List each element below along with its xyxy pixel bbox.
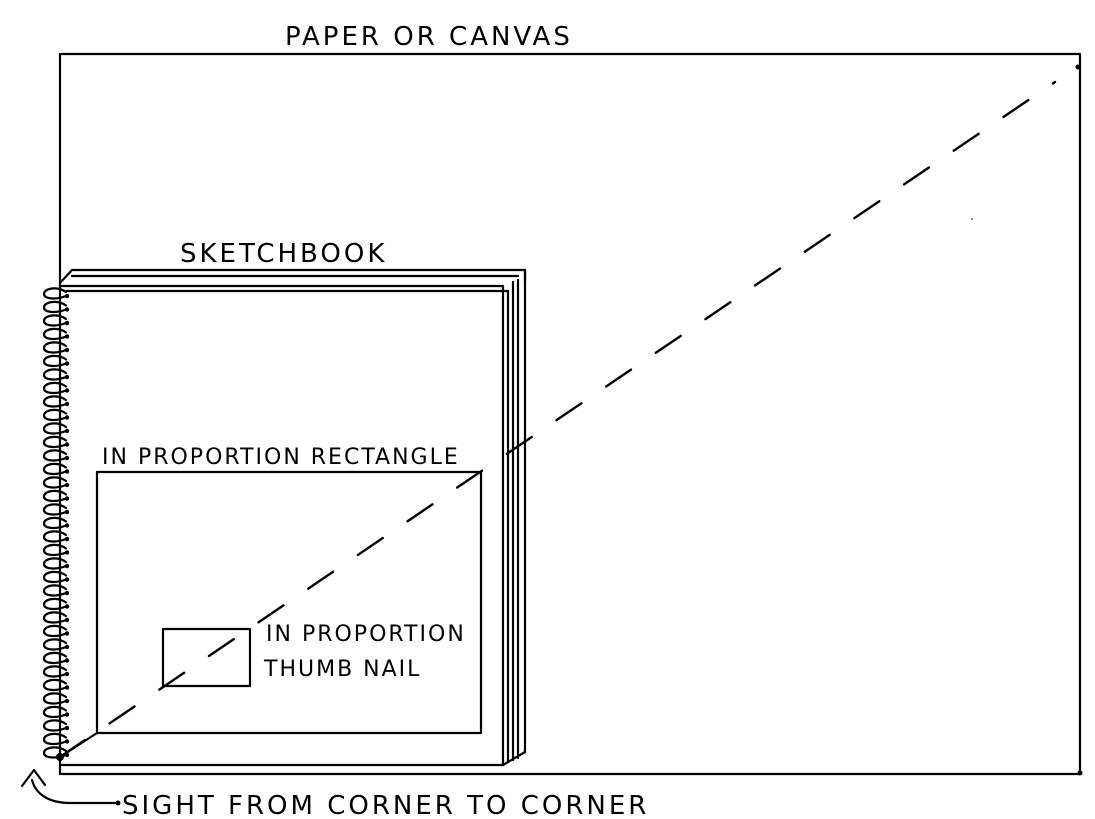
spiral-hole — [64, 523, 70, 528]
spiral-hole — [64, 293, 70, 299]
spiral-loop — [42, 354, 68, 368]
sketchbook-label: SKETCHBOOK — [180, 239, 387, 269]
spiral-loop — [42, 341, 68, 354]
spiral-loop — [42, 381, 68, 395]
spiral-loop — [42, 651, 68, 665]
paper-canvas-label: PAPER OR CANVAS — [285, 22, 573, 52]
sight-arrow-tail-dot — [115, 800, 121, 806]
spiral-loop — [42, 624, 68, 638]
spiral-hole — [64, 712, 70, 717]
spiral-loop — [42, 597, 68, 611]
spiral-loop — [42, 638, 68, 651]
spiral-hole — [64, 428, 70, 434]
paper-canvas-outline — [58, 52, 1082, 776]
sketchbook-spiral-binding — [42, 287, 70, 759]
spiral-loop — [42, 327, 68, 341]
diagonal-sight-line — [58, 80, 1057, 759]
spiral-loop — [42, 719, 68, 732]
spiral-loop — [42, 665, 68, 678]
spiral-hole — [64, 644, 70, 650]
sight-arrow-head-icon — [20, 768, 47, 788]
spiral-loop — [42, 516, 68, 530]
spiral-loop — [42, 692, 68, 705]
spiral-loop — [42, 314, 68, 327]
spiral-loop — [42, 584, 68, 597]
spiral-hole — [64, 320, 70, 326]
spiral-hole — [64, 347, 70, 353]
thumbnail-outline — [161, 627, 252, 688]
spiral-loop — [42, 422, 68, 435]
spiral-loop — [42, 557, 68, 570]
spiral-hole — [64, 536, 70, 542]
spiral-hole — [64, 361, 70, 366]
sight-arrow-curve — [30, 778, 117, 805]
spiral-hole — [64, 739, 70, 744]
spiral-hole — [64, 374, 70, 380]
spiral-hole — [64, 307, 70, 312]
stray-mark — [971, 218, 973, 220]
spiral-loop — [42, 705, 68, 719]
spiral-hole — [64, 658, 70, 663]
spiral-hole — [64, 415, 70, 420]
thumbnail-label-line1: IN PROPORTION — [266, 622, 466, 647]
spiral-loop — [42, 476, 68, 489]
spiral-loop — [42, 611, 68, 624]
thumbnail-label-line2: THUMB NAIL — [263, 657, 421, 682]
spiral-hole — [64, 725, 70, 731]
spiral-loop — [42, 543, 68, 557]
spiral-hole — [64, 577, 70, 582]
sketchbook-bottom-corner — [501, 750, 527, 767]
spiral-hole — [64, 671, 70, 677]
paper-corner-dot — [1077, 770, 1083, 776]
spiral-loop — [42, 462, 68, 476]
spiral-loop — [42, 732, 68, 746]
spiral-loop — [42, 570, 68, 584]
sight-label: SIGHT FROM CORNER TO CORNER — [122, 791, 649, 819]
sketchbook-front — [58, 284, 505, 767]
spiral-loop — [42, 449, 68, 462]
sketchbook — [42, 268, 527, 767]
proportion-rectangle-label: IN PROPORTION RECTANGLE — [102, 445, 460, 470]
spiral-hole — [64, 496, 70, 501]
spiral-hole — [64, 685, 70, 690]
spiral-hole — [64, 442, 70, 447]
spiral-loop — [42, 395, 68, 408]
spiral-loop — [42, 368, 68, 381]
spiral-loop — [42, 408, 68, 422]
spiral-loop — [42, 435, 68, 449]
paper-canvas — [58, 52, 1083, 776]
spiral-hole — [64, 401, 70, 407]
spiral-hole — [64, 604, 70, 609]
spiral-loop — [42, 678, 68, 692]
sight-origin-dot — [56, 753, 64, 761]
spiral-loop — [42, 489, 68, 503]
spiral-hole — [64, 469, 70, 474]
spiral-hole — [64, 550, 70, 555]
spiral-hole — [64, 334, 70, 339]
paper-corner-dot — [1075, 64, 1081, 70]
spiral-hole — [64, 509, 70, 515]
proportion-thumbnail — [161, 627, 252, 688]
spiral-hole — [64, 590, 70, 596]
spiral-loop — [42, 503, 68, 516]
spiral-hole — [64, 631, 70, 636]
spiral-loop — [42, 530, 68, 543]
spiral-hole — [64, 482, 70, 488]
spiral-hole — [64, 563, 70, 569]
spiral-hole — [64, 698, 70, 704]
spiral-hole — [64, 388, 70, 393]
spiral-hole — [64, 455, 70, 461]
spiral-loop — [42, 300, 68, 314]
spiral-hole — [64, 617, 70, 623]
spiral-loop — [42, 287, 68, 300]
sight-arrow — [20, 768, 121, 806]
